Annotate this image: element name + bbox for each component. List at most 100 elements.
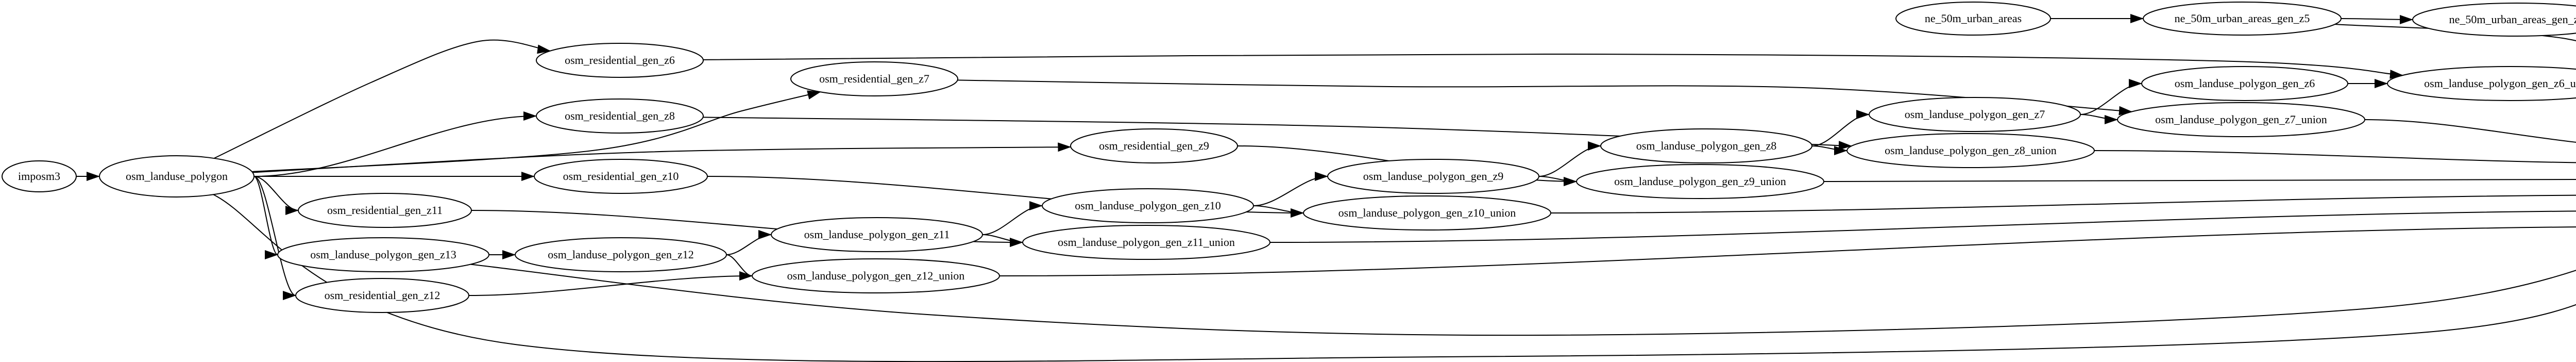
node-label: osm_landuse_polygon_gen_z10 [1075,199,1221,212]
node-ellipse [536,98,704,134]
edge-osm-landuse-polygon-gen-z8-union-to-table-z8 [2094,150,2576,163]
node-osm-residential-gen-z9: osm_residential_gen_z9 [1070,128,1238,163]
edge-osm-landuse-polygon-gen-z9-to-osm-landuse-polygon-gen-z8 [1538,141,1601,177]
edge-osm-landuse-polygon-gen-z7-to-osm-landuse-polygon-gen-z7-union [2080,114,2118,124]
node-ellipse [536,43,704,78]
edge-osm-landuse-polygon-gen-z12-to-osm-landuse-polygon-gen-z11 [726,230,772,255]
node-label: osm_landuse_polygon_gen_z12_union [787,269,965,282]
node-osm-landuse-polygon-gen-z13: osm_landuse_polygon_gen_z13 [277,237,489,272]
node-osm-landuse-polygon-gen-z8-union: osm_landuse_polygon_gen_z8_union [1846,133,2095,168]
edge-osm-landuse-polygon-gen-z10-to-osm-landuse-polygon-gen-z9 [1253,172,1328,206]
node-label: ne_50m_urban_areas_gen_z4 [2449,13,2576,26]
node-ellipse [2143,2,2342,36]
node-label: osm_landuse_polygon_gen_z7 [1905,108,2045,121]
node-label: osm_landuse_polygon_gen_z8 [1636,139,1777,152]
edge-osm-landuse-polygon-gen-z12-union-to-table-z12 [999,226,2576,276]
edge-osm-residential-gen-z12-to-osm-landuse-polygon-gen-z12-union [468,271,753,296]
node-label: osm_landuse_polygon_gen_z11 [804,228,950,241]
node-label: osm_landuse_polygon [126,170,228,183]
node-label: osm_landuse_polygon_gen_z10_union [1338,206,1516,219]
edge-osm-landuse-polygon-to-osm-residential-gen-z6 [214,39,551,159]
edge-osm-landuse-polygon-to-osm-residential-gen-z12 [253,176,296,300]
node-osm-residential-gen-z12: osm_residential_gen_z12 [295,278,469,313]
node-osm-landuse-polygon-gen-z6-union: osm_landuse_polygon_gen_z6_union [2387,66,2576,101]
edge-osm-landuse-polygon-gen-z11-union-to-table-z11 [1269,210,2576,243]
node-ellipse [2,160,77,192]
node-ellipse [277,237,489,272]
node-label: osm_landuse_polygon_gen_z8_union [1885,144,2057,157]
node-label: osm_landuse_polygon_gen_z13 [310,248,456,261]
node-osm-landuse-polygon-gen-z11-union: osm_landuse_polygon_gen_z11_union [1022,225,1270,260]
node-label: osm_landuse_polygon_gen_z11_union [1058,236,1235,249]
node-ellipse [1869,97,2081,132]
node-osm-landuse-polygon-gen-z8: osm_landuse_polygon_gen_z8 [1600,128,1812,163]
node-label: osm_residential_gen_z10 [563,170,679,183]
node-ne-50m-urban-areas-gen-z4: ne_50m_urban_areas_gen_z4 [2412,3,2576,37]
node-ellipse [1070,128,1238,163]
edge-osm-landuse-polygon-gen-z7-to-osm-landuse-polygon-gen-z6 [2080,79,2142,115]
node-ellipse [1022,225,1270,260]
node-osm-landuse-polygon-gen-z10: osm_landuse_polygon_gen_z10 [1042,188,1254,223]
node-ellipse [1042,188,1254,223]
node-ellipse [1600,128,1812,163]
node-ellipse [99,155,255,198]
node-ellipse [2412,3,2576,37]
edge-osm-landuse-polygon-to-osm-landuse-polygon-gen-z13 [253,176,278,259]
node-ellipse [2117,102,2365,137]
node-osm-landuse-polygon-gen-z9: osm_landuse_polygon_gen_z9 [1327,159,1539,194]
node-label: osm_landuse_polygon_gen_z6_union [2424,77,2576,90]
node-label: osm_landuse_polygon_gen_z9 [1363,170,1504,183]
node-ellipse [771,217,983,252]
node-imposm3: imposm3 [2,160,77,192]
node-ellipse [2141,66,2348,101]
node-ellipse [790,61,958,96]
node-osm-landuse-polygon: osm_landuse_polygon [99,155,255,198]
node-osm-residential-gen-z6: osm_residential_gen_z6 [536,43,704,78]
node-ellipse [295,278,469,313]
node-ellipse [1895,2,2051,36]
node-label: ne_50m_urban_areas [1925,12,2022,25]
edge-osm-landuse-polygon-gen-z10-union-to-table-z10 [1550,194,2576,213]
edge-ne-50m-urban-areas-gen-z5-to-ne-50m-urban-areas-gen-z4 [2341,14,2413,24]
node-osm-landuse-polygon-gen-z12-union: osm_landuse_polygon_gen_z12_union [752,258,1000,293]
node-label: osm_residential_gen_z9 [1099,139,1209,152]
node-label: osm_residential_gen_z7 [819,72,929,85]
node-osm-landuse-polygon-gen-z11: osm_landuse_polygon_gen_z11 [771,217,983,252]
edge-osm-landuse-polygon-gen-z9-union-to-table-z9 [1823,178,2576,182]
node-osm-residential-gen-z10: osm_residential_gen_z10 [534,159,708,194]
node-label: osm_residential_gen_z8 [565,109,675,122]
node-osm-landuse-polygon-gen-z9-union: osm_landuse_polygon_gen_z9_union [1576,164,1824,199]
edge-osm-landuse-polygon-gen-z13-to-table-z13 [470,264,2576,336]
edge-osm-landuse-polygon-to-osm-residential-gen-z8 [253,111,537,177]
node-label: osm_landuse_polygon_gen_z12 [548,248,694,261]
node-label: osm_residential_gen_z12 [325,289,440,302]
node-label: osm_residential_gen_z6 [565,54,675,67]
edge-osm-landuse-polygon-to-osm-residential-gen-z9 [252,142,1072,173]
node-ellipse [298,193,472,228]
node-ne-50m-urban-areas-gen-z5: ne_50m_urban_areas_gen_z5 [2143,2,2342,36]
node-label: osm_landuse_polygon_gen_z6 [2175,77,2315,90]
edge-osm-landuse-polygon-to-table-z14 [213,194,2576,362]
node-ellipse [752,258,1000,293]
node-ellipse [1303,195,1551,231]
node-osm-landuse-polygon-gen-z7: osm_landuse_polygon_gen_z7 [1869,97,2081,132]
node-ne-50m-urban-areas: ne_50m_urban_areas [1895,2,2051,36]
edge-osm-landuse-polygon-gen-z11-to-osm-landuse-polygon-gen-z10 [982,201,1043,235]
node-osm-residential-gen-z11: osm_residential_gen_z11 [298,193,472,228]
node-osm-landuse-polygon-gen-z6: osm_landuse_polygon_gen_z6 [2141,66,2348,101]
node-label: imposm3 [18,170,60,183]
node-osm-residential-gen-z8: osm_residential_gen_z8 [536,98,704,134]
node-ellipse [1576,164,1824,199]
node-label: osm_residential_gen_z11 [327,204,443,217]
edges-layer [76,14,2576,362]
node-ellipse [534,159,708,194]
edge-osm-residential-gen-z6-to-osm-landuse-polygon-gen-z6-union [703,53,2403,79]
nodes-layer: imposm3 osm_landuse_polygon osm_residentia… [2,2,2576,313]
node-osm-landuse-polygon-gen-z12: osm_landuse_polygon_gen_z12 [515,237,727,272]
node-osm-landuse-polygon-gen-z10-union: osm_landuse_polygon_gen_z10_union [1303,195,1551,231]
edge-osm-landuse-polygon-gen-z7-union-to-table-z7 [2364,119,2576,143]
edge-osm-landuse-polygon-to-osm-residential-gen-z11 [253,176,299,215]
node-osm-residential-gen-z7: osm_residential_gen_z7 [790,61,958,96]
node-ellipse [1846,133,2095,168]
